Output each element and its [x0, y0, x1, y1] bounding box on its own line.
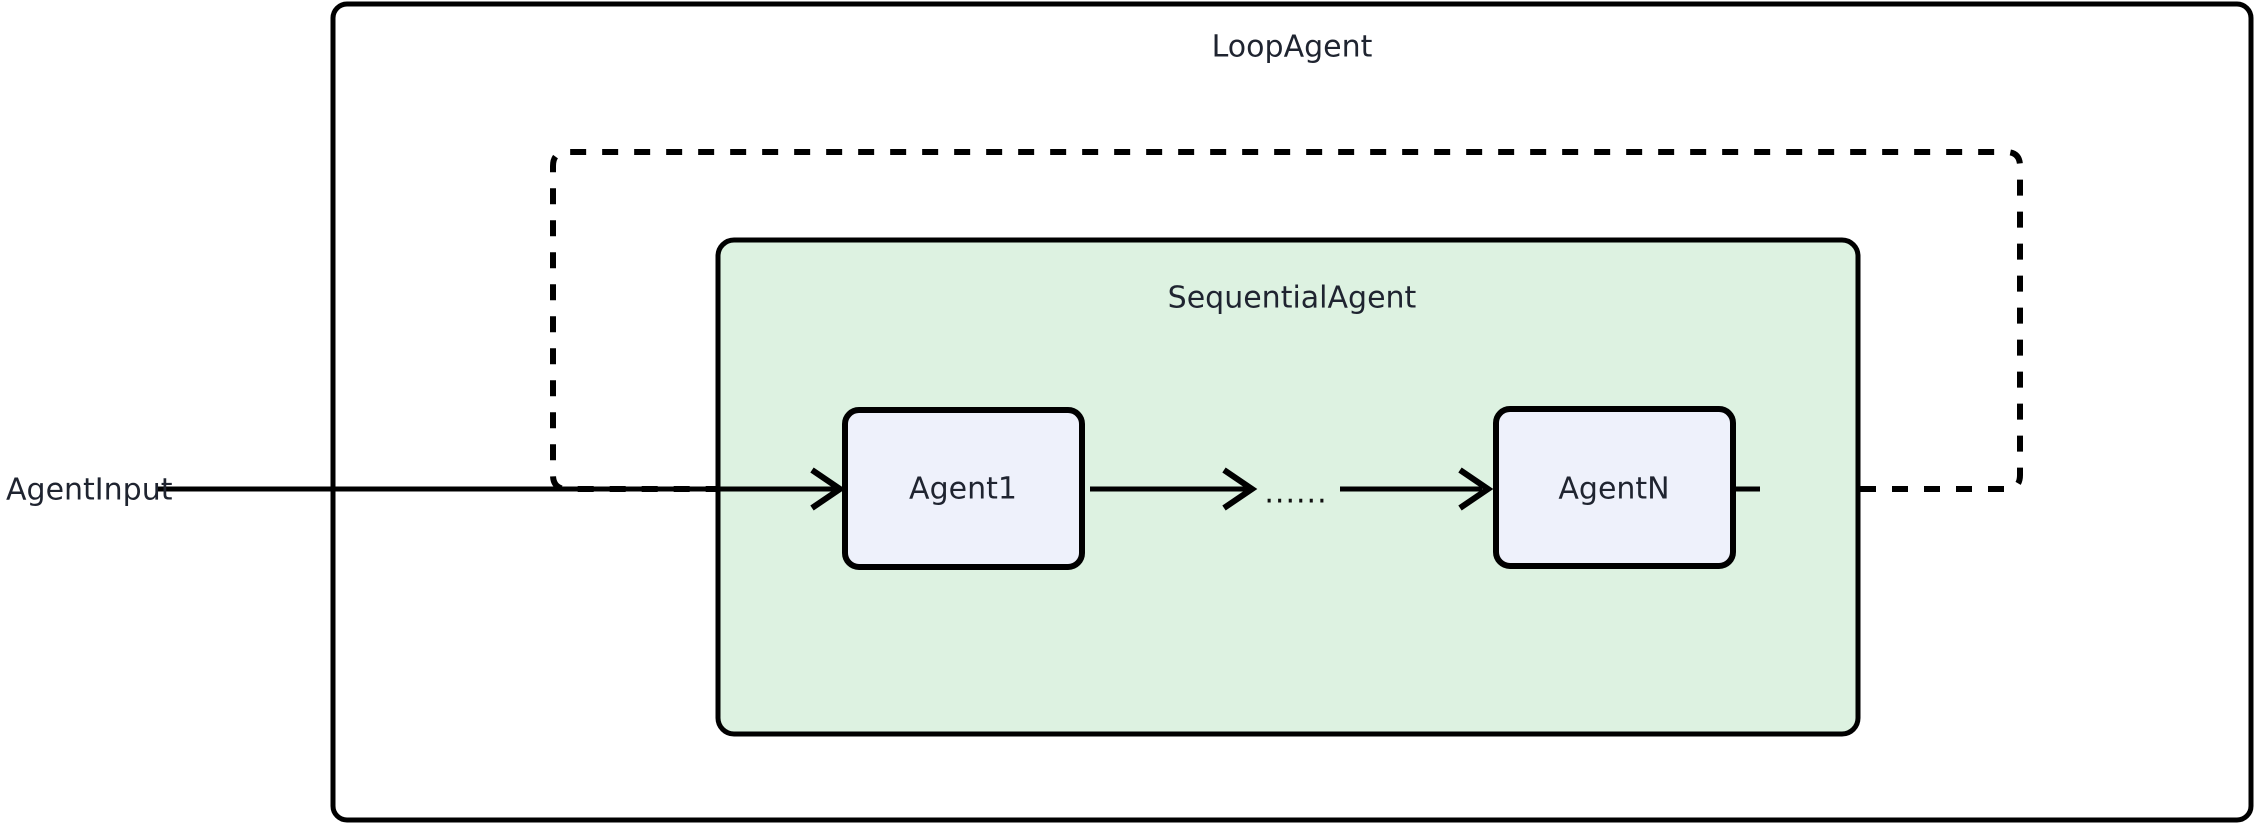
node-agent1-label: Agent1 — [909, 472, 1017, 507]
node-agentn-label: AgentN — [1558, 472, 1669, 507]
sequential-agent-title: SequentialAgent — [1168, 281, 1417, 316]
node-agent1[interactable] — [842, 407, 1085, 570]
loop-back-edge[interactable] — [550, 149, 2023, 492]
agent1-to-ellipsis-arrowhead — [1222, 467, 1258, 511]
agent-input-label: AgentInput — [6, 473, 173, 508]
agent-input-arrowhead — [810, 467, 846, 511]
loop-agent-title: LoopAgent — [1212, 30, 1373, 65]
ellipsis-label: ...... — [1264, 476, 1327, 511]
ellipsis-to-agentn-arrowhead — [1458, 467, 1494, 511]
